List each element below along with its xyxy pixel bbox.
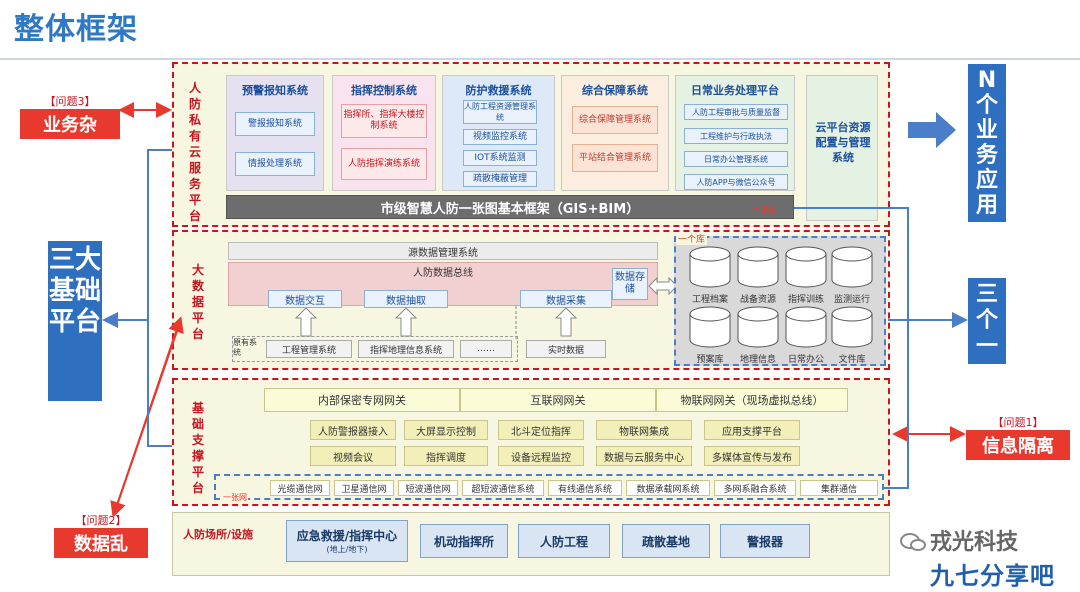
facility-subtitle: (地上/地下) (326, 545, 368, 554)
facility-title: 应急救援/指挥中心 (296, 529, 398, 543)
system-item: 疏散掩蔽管理 (463, 171, 537, 187)
realtime-data: 实时数据 (526, 340, 606, 358)
system-daily-business: 日常业务处理平台 人防工程审批与质量监督 工程维护与行政执法 日常办公管理系统 … (675, 75, 795, 191)
support-item: 人防警报器接入 (310, 420, 396, 440)
cloud-resource-system: 云平台资源配置与管理系统 (806, 75, 878, 221)
support-item: 大屏显示控制 (404, 420, 488, 440)
title-divider (0, 58, 1080, 60)
network-item: 卫星通信网 (334, 480, 394, 496)
support-item: 北斗定位指挥 (498, 420, 584, 440)
gis-bim-framework-bar: 市级智慧人防一张图基本框架（GIS+BIM） (226, 195, 794, 219)
system-protection-rescue: 防护救援系统 人防工程资源管理系统 视频监控系统 IOT系统监测 疏散掩蔽管理 (442, 75, 555, 191)
bigdata-arrows (294, 306, 578, 340)
issue-2-label: 【问题2】 (75, 514, 127, 527)
db-label: 战备资源 (739, 295, 776, 305)
issue-1-label: 【问题1】 (992, 416, 1044, 429)
system-item: 综合保障管理系统 (572, 106, 658, 134)
system-comprehensive-support: 综合保障系统 综合保障管理系统 平站结合管理系统 (561, 75, 669, 191)
support-item: 物联网集成 (596, 420, 692, 440)
data-storage: 数据存储 (612, 268, 648, 300)
three-platforms-panel: 三大基础平台 (48, 241, 102, 401)
system-item: 人防APP与微信公众号 (684, 174, 788, 190)
data-exchange: 数据交互 (268, 290, 342, 308)
issue-3-label: 【问题3】 (44, 95, 96, 108)
issue-3: 【问题3】 业务杂 (20, 93, 120, 139)
facility-civil-defense-project: 人防工程 (518, 524, 610, 558)
issue-2: 【问题2】 数据乱 (54, 512, 148, 558)
system-item: IOT系统监测 (463, 150, 537, 166)
system-title: 指挥控制系统 (351, 84, 417, 97)
issue-1: 【问题1】 信息隔离 (966, 414, 1070, 460)
cloud-platform-label: 人防私有云服务平台 (188, 81, 201, 223)
command-geo-system: 指挥地理信息系统 (358, 340, 454, 358)
facility-alarm: 警报器 (720, 524, 810, 558)
system-item: 平站结合管理系统 (572, 144, 658, 172)
system-item: 情报处理系统 (235, 152, 315, 176)
network-item: 多网系融合系统 (714, 480, 796, 496)
system-command-control: 指挥控制系统 指挥所、指挥大楼控制系统 人防指挥演练系统 (332, 75, 436, 191)
network-item: 数据承载网系统 (626, 480, 710, 496)
database-cylinders (689, 246, 873, 348)
library-tag: 一个库 (676, 232, 708, 245)
network-item: 短波通信网 (398, 480, 458, 496)
db-label: 监测运行 (833, 295, 870, 305)
system-title: 日常业务处理平台 (691, 84, 779, 97)
network-item: 超短波通信系统 (462, 480, 544, 496)
original-systems-label: 原有系统 (233, 338, 257, 357)
data-bus-label: 人防数据总线 (413, 268, 473, 279)
gateway-internet: 互联网网关 (460, 388, 656, 412)
n-business-apps-panel: N个业务应用 (968, 64, 1006, 222)
watermark-site: 九七分享吧 (930, 562, 1055, 590)
more-systems: …… (460, 340, 512, 358)
system-item: 日常办公管理系统 (684, 151, 788, 167)
page-title: 整体框架 (14, 12, 138, 47)
network-item: 有线通信系统 (548, 480, 622, 496)
facility-evacuation-base: 疏散基地 (622, 524, 710, 558)
bigdata-platform-label: 大数据平台 (191, 263, 204, 341)
network-tag: 一张网 (222, 492, 248, 503)
support-item: 设备远程监控 (498, 446, 584, 466)
project-management-system: 工程管理系统 (266, 340, 352, 358)
watermark-brand: 戎光科技 (900, 524, 1018, 556)
system-item: 工程维护与行政执法 (684, 128, 788, 144)
system-item: 人防工程资源管理系统 (463, 100, 537, 124)
issue-1-text: 信息隔离 (966, 430, 1070, 460)
support-item: 指挥调度 (404, 446, 488, 466)
gateway-internal: 内部保密专网网关 (264, 388, 460, 412)
support-item: 数据与云服务中心 (596, 446, 692, 466)
db-label: 预案库 (696, 355, 724, 365)
system-item: 视频监控系统 (463, 129, 537, 145)
meta-data-management: 源数据管理系统 (228, 242, 658, 260)
support-item: 视频会议 (310, 446, 396, 466)
db-label: 文件库 (838, 355, 866, 365)
system-early-warning: 预警报知系统 警报报知系统 情报处理系统 (226, 75, 324, 191)
cloud-resource-label: 云平台资源配置与管理系统 (815, 121, 871, 164)
db-label: 工程档案 (691, 295, 728, 305)
system-item: 人防工程审批与质量监督 (684, 104, 788, 120)
facilities-label: 人防场所/设施 (182, 528, 254, 541)
three-ones-panel: 三个一 (968, 278, 1006, 364)
gateway-iot: 物联网网关（现场虚拟总线） (656, 388, 848, 412)
system-title: 综合保障系统 (582, 84, 648, 97)
watermark-brand-text: 戎光科技 (930, 530, 1019, 555)
network-item: 光缆通信网 (270, 480, 330, 496)
system-title: 预警报知系统 (242, 84, 308, 97)
network-item: 集群通信 (800, 480, 878, 496)
support-item: 多媒体宣传与发布 (704, 446, 800, 466)
issue-3-text: 业务杂 (20, 109, 120, 139)
facility-mobile-command: 机动指挥所 (420, 524, 508, 558)
system-item: 指挥所、指挥大楼控制系统 (341, 104, 427, 138)
gis-tag: 一张图 (752, 205, 776, 214)
system-item: 人防指挥演练系统 (341, 148, 427, 180)
facility-emergency-center: 应急救援/指挥中心 (地上/地下) (286, 520, 408, 562)
system-title: 防护救援系统 (465, 84, 532, 97)
original-systems-group (232, 336, 518, 362)
system-item: 警报报知系统 (235, 112, 315, 136)
db-label: 地理信息 (739, 355, 776, 365)
support-platform-label: 基础支撑平台 (191, 401, 204, 495)
support-item: 应用支撑平台 (704, 420, 800, 440)
issue-2-text: 数据乱 (54, 528, 148, 558)
wechat-icon (900, 532, 926, 552)
